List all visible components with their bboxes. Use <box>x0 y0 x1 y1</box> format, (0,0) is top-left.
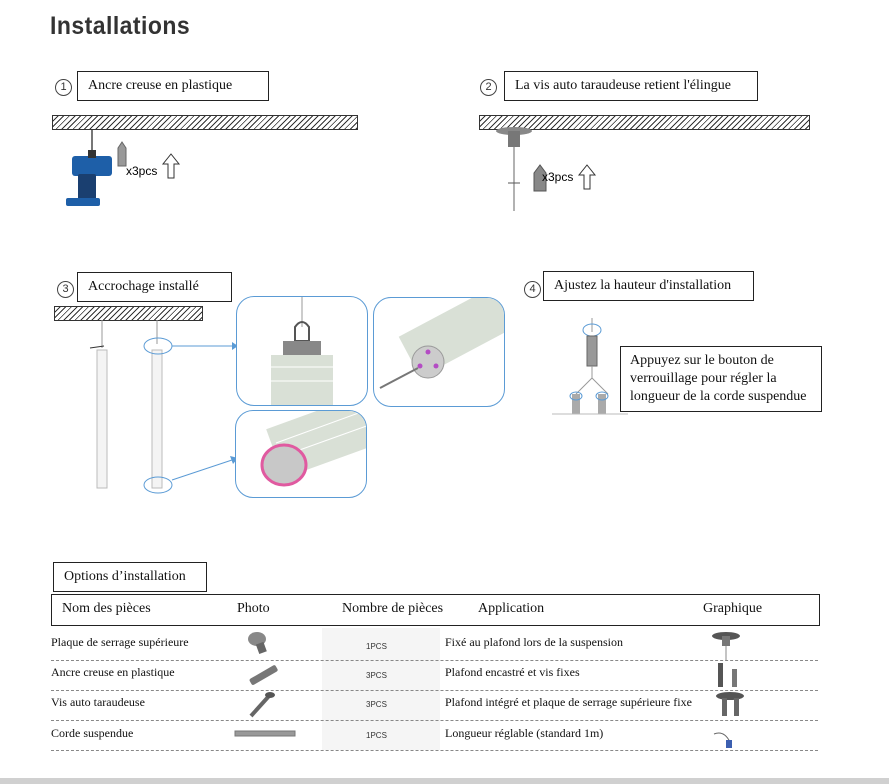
count-column-bg <box>322 628 440 750</box>
clamp-plate-photo <box>248 632 267 655</box>
table-row-name: Plaque de serrage supérieure <box>51 635 189 649</box>
step-3-label: Accrochage installé <box>77 272 232 302</box>
clamp-plate-graphic <box>712 632 740 660</box>
plastic-anchor-photo <box>249 665 278 685</box>
page-bottom-bar <box>0 778 889 784</box>
step-4-number: 4 <box>524 281 541 298</box>
table-row-name: Corde suspendue <box>51 726 134 740</box>
zoom-endcap-detail <box>373 297 505 407</box>
suspension-cord-photo <box>234 730 296 737</box>
suspension-cord-graphic <box>713 732 732 748</box>
drill-illustration: x3pcs <box>66 130 181 206</box>
table-row-qty: 3PCS <box>366 700 387 709</box>
table-row-qty: 1PCS <box>366 642 387 651</box>
zoom-bottom-cap-detail <box>235 410 367 498</box>
table-row-qty: 3PCS <box>366 671 387 680</box>
table-row-application: Plafond encastré et vis fixes <box>445 665 580 679</box>
table-row-name: Ancre creuse en plastique <box>51 665 175 679</box>
step-1-ceiling <box>52 115 358 130</box>
table-row-application: Plafond intégré et plaque de serrage sup… <box>445 695 692 709</box>
row-divider <box>51 720 818 721</box>
ceiling-plate-illustration: x3pcs <box>496 127 597 211</box>
step-2-ceiling <box>479 115 810 130</box>
step-2-qty: x3pcs <box>542 170 573 184</box>
self-tapping-screw-graphic <box>716 692 744 716</box>
hanging-tubes-illustration <box>89 320 238 494</box>
table-row-application: Fixé au plafond lors de la suspension <box>445 635 623 649</box>
step-3-number: 3 <box>57 281 74 298</box>
step-1-qty: x3pcs <box>126 164 157 178</box>
step-2-label: La vis auto taraudeuse retient l'élingue <box>504 71 758 101</box>
table-header <box>51 594 820 626</box>
step-1-number: 1 <box>55 79 72 96</box>
row-divider <box>51 690 818 691</box>
step-2-number: 2 <box>480 79 497 96</box>
row-divider <box>51 660 818 661</box>
step-3-ceiling <box>54 306 203 321</box>
step-1-label: Ancre creuse en plastique <box>77 71 269 101</box>
step-4-note: Appuyez sur le bouton de verrouillage po… <box>620 346 822 412</box>
height-adjuster-illustration <box>552 318 628 415</box>
table-row-name: Vis auto taraudeuse <box>51 695 145 709</box>
plastic-anchor-graphic <box>718 663 737 687</box>
header-application: Application <box>478 601 545 616</box>
page-title: Installations <box>50 12 191 40</box>
header-graphic: Graphique <box>703 601 763 616</box>
step-4-label: Ajustez la hauteur d'installation <box>543 271 754 301</box>
header-name: Nom des pièces <box>62 601 151 616</box>
table-row-application: Longueur réglable (standard 1m) <box>445 726 604 740</box>
header-count: Nombre de pièces <box>342 601 444 616</box>
options-title: Options d’installation <box>53 562 207 592</box>
zoom-hanger-detail <box>236 296 368 406</box>
row-divider <box>51 750 818 751</box>
self-tapping-screw-photo <box>249 692 275 718</box>
header-photo: Photo <box>237 601 270 616</box>
table-row-qty: 1PCS <box>366 731 387 740</box>
